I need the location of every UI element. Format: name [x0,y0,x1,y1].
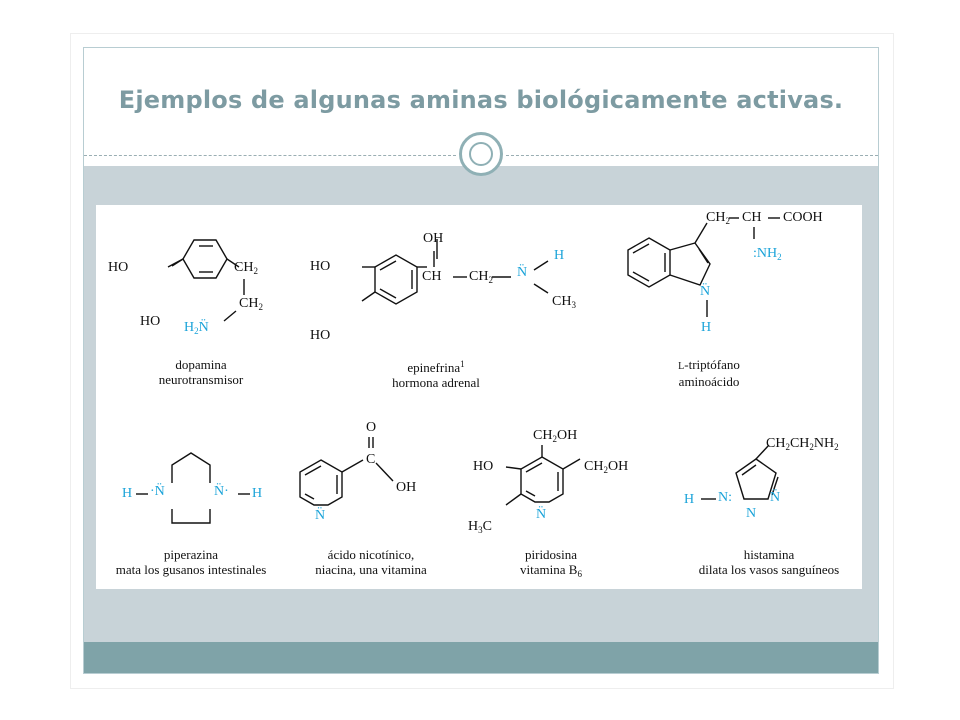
tryptophan-n-label: N̈ [700,284,711,299]
epinephrine-structure [361,239,549,305]
epinephrine-ho2-label: HO [310,328,331,343]
pyridoxine-ho-label: HO [473,459,494,474]
nicotinic-o-label: O [366,420,377,435]
dopamine-ho2-label: HO [140,314,161,329]
piperazine-n2-label: N̈· [214,484,229,499]
pyridoxine-n-label: N̈ [536,507,547,522]
piperazine-h1-label: H [122,486,133,501]
title-divider-right [506,155,878,156]
piperazine-structure [136,452,250,524]
epinephrine-ch2-label: CH2 [469,269,493,286]
amines-figure: HO HO CH2 CH2 H2N̈ dopamina neurotransmi… [96,205,862,589]
dopamine-structure [167,239,245,322]
pyridoxine-ch2oh2-label: CH2OH [584,459,629,476]
dopamine-nh2-label: H2N̈ [184,320,209,337]
dopamine-ch2-label: CH2 [234,260,258,277]
tryptophan-prefix: L [678,361,685,372]
pyridoxine-role-sub: 6 [577,569,582,579]
slide-title: Ejemplos de algunas aminas biológicament… [118,86,844,114]
histamine-chain-label: CH2CH2NH2 [766,436,839,453]
nicotinic-acid-structure [299,437,394,506]
nicotinic-n-label: N̈ [315,508,326,523]
piperazine-caption: piperazina mata los gusanos intestinales [96,547,286,577]
pyridoxine-ch2oh1-label: CH2OH [533,428,578,445]
ornament-circle-icon [459,132,503,176]
tryptophan-name: -triptófano [684,357,740,372]
dopamine-ho1-label: HO [108,260,129,275]
pyridoxine-role: vitamina B [520,562,578,577]
pyridoxine-caption: piridosina vitamina B6 [491,547,611,582]
tryptophan-ch2-label: CH2 [706,210,730,227]
histamine-caption: histamina dilata los vasos sanguíneos [676,547,862,577]
tryptophan-structure [627,217,780,317]
histamine-structure [701,444,779,500]
epinephrine-ch-label: CH [422,269,442,284]
tryptophan-ch-label: CH [742,210,762,225]
epinephrine-n-label: N̈ [517,265,528,280]
tryptophan-role: aminoácido [678,374,740,389]
nicotinic-oh-label: OH [396,480,417,495]
nicotinic-name: ácido nicotínico, [327,547,415,562]
tryptophan-cooh-label: COOH [783,210,823,225]
piperazine-role: mata los gusanos intestinales [115,562,267,577]
epinephrine-ref: 1 [460,359,465,369]
piperazine-name: piperazina [163,547,219,562]
histamine-n3-label: N [746,506,757,521]
footer-band [84,642,878,673]
tryptophan-nh2-label: :NH2 [753,246,782,263]
histamine-h-label: H [684,492,695,507]
epinephrine-ho1-label: HO [310,259,331,274]
histamine-name: histamina [743,547,795,562]
pyridoxine-h3c-label: H3C [468,519,492,536]
pyridoxine-structure [505,445,581,506]
epinephrine-ch3-label: CH3 [552,294,576,311]
nicotinic-c-label: C [366,452,376,467]
title-divider-left [84,155,456,156]
epinephrine-oh-label: OH [423,231,444,246]
piperazine-h2-label: H [252,486,263,501]
epinephrine-name: epinefrina [407,360,461,375]
histamine-role: dilata los vasos sanguíneos [698,562,840,577]
dopamine-role: neurotransmisor [158,372,244,387]
epinephrine-h-label: H [554,248,565,263]
epinephrine-caption: epinefrina1 hormona adrenal [366,357,506,390]
tryptophan-caption: L-triptófano aminoácido [654,357,764,389]
nicotinic-role: niacina, una vitamina [315,562,427,577]
tryptophan-h-label: H [701,320,712,335]
dopamine-caption: dopamina neurotransmisor [116,357,286,387]
piperazine-n1-label: ·N̈ [150,484,165,499]
dopamine-ch2b-label: CH2 [239,296,263,313]
structures-drawing [136,217,780,524]
dopamine-name: dopamina [175,357,227,372]
histamine-n2-label: N̈ [770,490,781,505]
nicotinic-caption: ácido nicotínico, niacina, una vitamina [291,547,451,577]
epinephrine-role: hormona adrenal [392,375,480,390]
pyridoxine-name: piridosina [525,547,577,562]
histamine-n1-label: N: [718,490,732,505]
